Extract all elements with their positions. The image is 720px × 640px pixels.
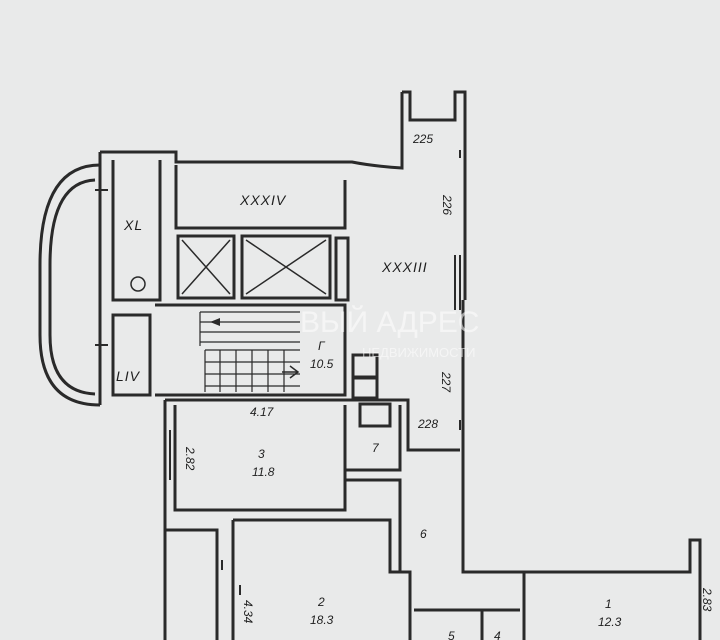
room-label-3: 3: [258, 447, 265, 461]
dim-226: 226: [440, 194, 454, 215]
shaft-crosses: [181, 239, 327, 295]
room-label-6: 6: [420, 527, 427, 541]
wall-room-7: [343, 405, 402, 472]
wall-box-7: [358, 402, 392, 428]
wall-room-3: [165, 398, 410, 445]
wall-corridor-right: [461, 300, 524, 574]
room-label-g: Г: [318, 339, 326, 353]
room-area-2: 18.3: [310, 613, 334, 627]
wall-room-2: [233, 518, 412, 640]
room-area-1: 12.3: [598, 615, 622, 629]
dim-2-82: 2.82: [183, 446, 197, 471]
room-area-g: 10.5: [310, 357, 334, 371]
dim-2-83: 2.83: [700, 587, 714, 612]
wall-room-1-top: [524, 538, 702, 640]
room-label-2: 2: [317, 595, 325, 609]
room-label-1: 1: [605, 597, 612, 611]
stair-arrow: [282, 365, 300, 379]
wall-228-box: [406, 405, 460, 452]
wall-rounded-balcony-inner: [48, 178, 96, 396]
room-label-liv: LIV: [116, 368, 141, 384]
wall-inner-xl: [111, 160, 162, 302]
window-marks: [95, 150, 461, 595]
wall-inner-liv: [111, 313, 152, 397]
room-label-xxxiii: XXXIII: [381, 259, 428, 275]
wall-small-box-2: [351, 376, 379, 400]
wall-rounded-balcony: [38, 163, 101, 407]
dim-4-34: 4.34: [241, 600, 255, 624]
room-area-3: 11.8: [252, 465, 275, 479]
wall-stair-box: [155, 303, 347, 397]
wall-shaft-2: [240, 234, 332, 300]
wall-xxxiv: [174, 165, 347, 230]
wall-corridor-6: [345, 478, 402, 572]
dim-225: 225: [412, 132, 433, 146]
room-label-4: 4: [494, 629, 501, 640]
room-label-7: 7: [372, 441, 380, 455]
room-label-xl: XL: [123, 217, 143, 233]
wall-shaft-1: [176, 234, 236, 300]
dim-228: 228: [417, 417, 438, 431]
stairs: [199, 311, 300, 392]
wall-outline-core: [100, 92, 404, 170]
dim-4-17: 4.17: [250, 405, 275, 419]
room-label-5: 5: [448, 629, 455, 640]
room-label-xxxiv: XXXIV: [239, 192, 287, 208]
wall-room-5-4: [414, 608, 520, 640]
wall-left-small: [165, 528, 219, 640]
xl-circle: [130, 276, 146, 292]
watermark-brand: ВЫЙ АДРЕС: [300, 305, 479, 339]
wall-shaft-3: [334, 236, 350, 302]
stair-arrow-2: [210, 318, 220, 326]
watermark-sub: НЕДВИЖИМОСТИ: [362, 345, 475, 360]
wall-notch-left: [402, 90, 467, 300]
dim-227: 227: [439, 371, 453, 393]
